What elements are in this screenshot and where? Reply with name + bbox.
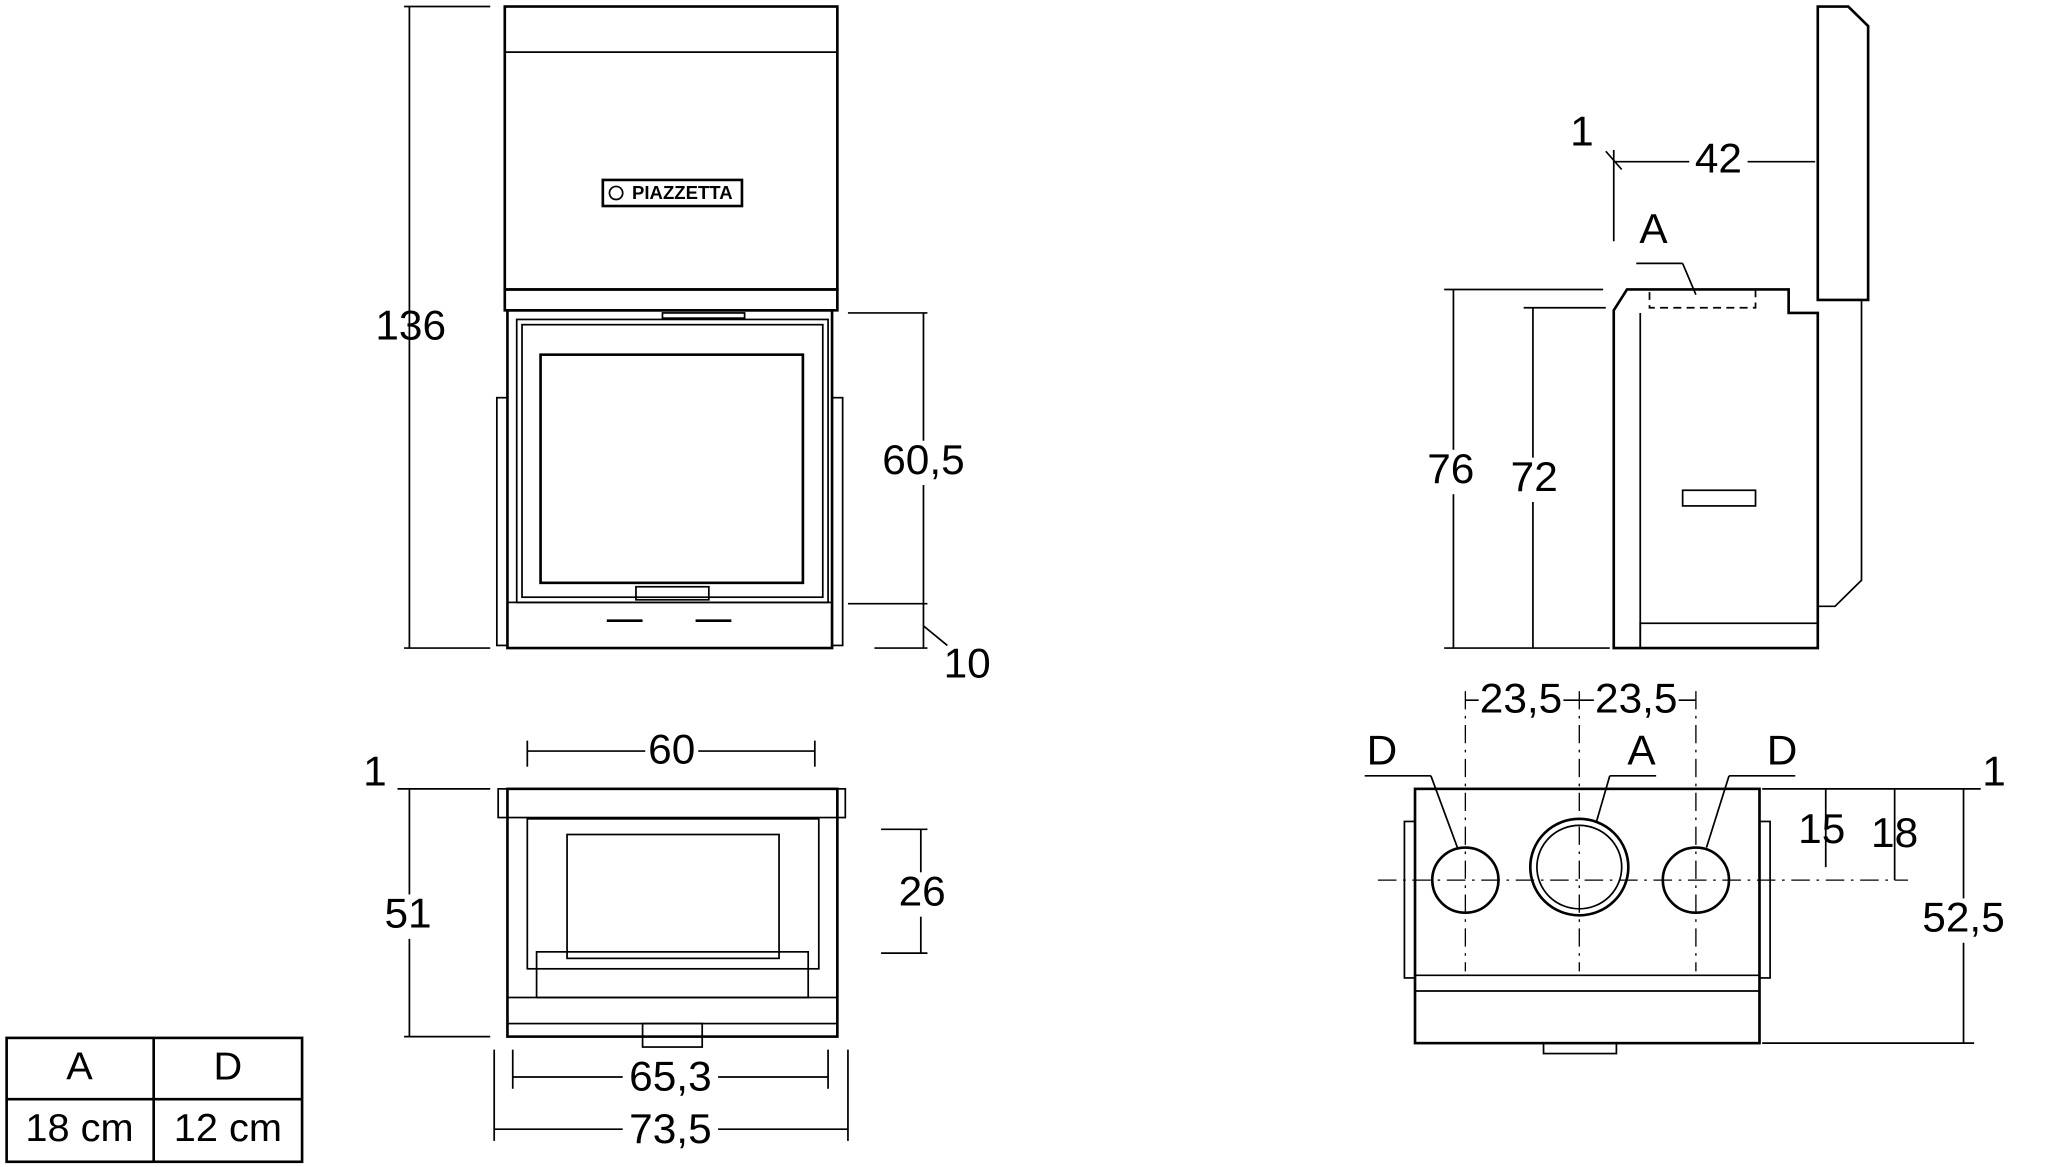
dim-inner-width: 60	[648, 726, 695, 773]
d-outlet-left	[1430, 846, 1500, 915]
side-outlet-label: A	[1639, 205, 1667, 252]
dim-firebox-depth: 26	[899, 868, 946, 915]
dim-spacing-right: 23,5	[1595, 675, 1677, 722]
dim-mid-width: 65,3	[629, 1053, 711, 1100]
dim-height-outer: 76	[1427, 445, 1474, 492]
table-header-a: A	[66, 1045, 93, 1089]
dim-overall-width: 73,5	[629, 1105, 711, 1152]
glass-window	[539, 353, 805, 585]
svg-text:PIAZZETTA: PIAZZETTA	[632, 182, 733, 203]
dim-d-distance: 15	[1798, 805, 1845, 852]
dim-door-height: 60,5	[882, 436, 964, 483]
label-d-right: D	[1767, 727, 1798, 774]
d-outlet-right	[1661, 846, 1731, 915]
dim-height-inner: 72	[1511, 453, 1558, 500]
front-view: PIAZZETTA 136 60,5 10	[375, 5, 991, 687]
a-outlet	[1528, 817, 1630, 917]
dim-side-depth: 42	[1695, 135, 1742, 182]
piazzetta-logo: PIAZZETTA	[601, 178, 744, 208]
dim-base-height: 10	[944, 640, 991, 687]
dim-side-offset: 1	[1570, 108, 1594, 155]
table-value-a: 18 cm	[25, 1106, 133, 1150]
label-a: A	[1627, 727, 1655, 774]
top-plan-view: 23,5 23,5 D A D 1 15 18 52,5	[1364, 675, 2006, 1055]
dim-height-total: 136	[375, 302, 446, 349]
front-plan-view: 60 1 51 26 65,3 73,5	[363, 726, 946, 1153]
dim-top-offset: 1	[1982, 748, 2006, 795]
table-header-d: D	[214, 1045, 243, 1089]
dim-front-offset: 1	[363, 748, 387, 795]
side-view: A 42 1 76 72	[1427, 5, 1870, 650]
dim-spacing-left: 23,5	[1480, 675, 1562, 722]
dim-depth: 51	[384, 890, 431, 937]
legend-table: A D 18 cm 12 cm	[5, 1036, 304, 1164]
label-d-left: D	[1367, 727, 1398, 774]
dim-top-depth: 52,5	[1922, 894, 2004, 941]
table-value-d: 12 cm	[174, 1106, 282, 1150]
dim-a-distance: 18	[1871, 809, 1918, 856]
